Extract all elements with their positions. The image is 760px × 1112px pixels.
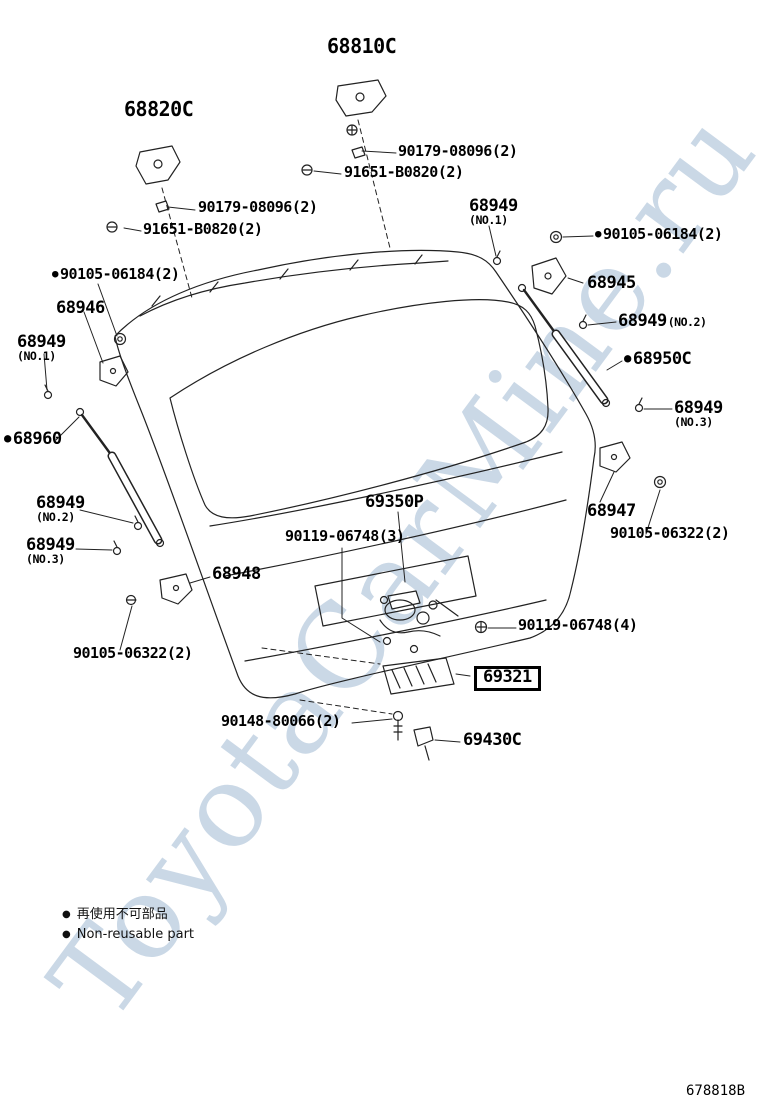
part-number-qualifier: (NO.2): [667, 315, 707, 329]
part-number: 90179-08096(2): [398, 142, 518, 160]
part-label: 90179-08096(2): [198, 198, 318, 216]
non-reusable-icon: ●: [595, 227, 602, 240]
legend-text-en: Non-reusable part: [76, 927, 195, 942]
spoiler-trim: [139, 260, 449, 317]
window-opening: [169, 299, 549, 519]
part-label: 90105-06322(2): [610, 524, 730, 542]
part-label: 68947: [587, 501, 636, 521]
part-label: 69350P: [365, 492, 424, 512]
legend: ● 再使用不可部品 ● Non-reusable part: [62, 903, 194, 947]
part-label: 68949(NO.2): [618, 311, 707, 331]
part-label: ●90105-06184(2): [595, 225, 723, 243]
part-number: 68945: [587, 273, 636, 293]
part-number-qualifier: (NO.3): [674, 415, 713, 430]
gas-strut-left: [75, 407, 165, 548]
part-number: 68949: [26, 535, 75, 555]
part-number: 69350P: [365, 492, 424, 512]
part-label: 68810C: [327, 34, 397, 58]
clip-69430c: [413, 726, 434, 761]
part-number: 91651-B0820(2): [143, 220, 263, 238]
bracket-68945: [531, 257, 567, 295]
part-number: 69430C: [463, 730, 522, 750]
part-label-highlighted: 69321: [474, 666, 541, 692]
part-number: 90119-06748(4): [518, 616, 638, 634]
construction-lines: [161, 119, 393, 715]
lower-panel-crease: [209, 451, 563, 527]
part-number-qualifier: (NO.3): [26, 552, 65, 567]
clip-68949-set: [43, 250, 644, 556]
part-label: ●68950C: [624, 349, 692, 369]
part-label: 69430C: [463, 730, 522, 750]
part-number: 68949: [17, 332, 66, 352]
leader-lines: [43, 150, 673, 743]
bracket-68947: [599, 441, 667, 489]
hinge-68810c: [301, 79, 387, 176]
part-number: 68949: [674, 398, 723, 418]
part-number: 90179-08096(2): [198, 198, 318, 216]
bracket-68946: [99, 355, 129, 387]
part-label: 68949(NO.3): [674, 398, 723, 430]
gas-strut-right: [517, 283, 611, 408]
part-label: 91651-B0820(2): [344, 163, 464, 181]
part-number: 68949: [36, 493, 85, 513]
part-number: 68948: [212, 564, 261, 584]
diagram-code: 678818B: [686, 1083, 746, 1099]
cover-plate-69321: [382, 657, 455, 695]
part-label: 90119-06748(4): [518, 616, 638, 634]
bolt-90105-06184-right: [549, 230, 563, 244]
part-label: 90179-08096(2): [398, 142, 518, 160]
part-number-qualifier: (NO.1): [17, 349, 56, 364]
part-number: 90119-06748(3): [285, 527, 405, 545]
part-number: 68820C: [124, 97, 194, 121]
part-label: 68945: [587, 273, 636, 293]
part-label: 90119-06748(3): [285, 527, 405, 545]
non-reusable-icon: ●: [52, 267, 59, 280]
part-number: 68810C: [327, 34, 397, 58]
part-label: 68946: [56, 298, 105, 318]
part-label: 68949(NO.1): [17, 332, 66, 364]
part-number: 68950C: [632, 349, 692, 369]
part-label: 90105-06322(2): [73, 644, 193, 662]
part-number: 68946: [56, 298, 105, 318]
part-number: 69321: [483, 667, 532, 687]
part-label: ●90105-06184(2): [52, 265, 180, 283]
part-label: ●68960: [4, 429, 62, 449]
tailgate-outline: [114, 249, 596, 699]
non-reusable-icon: ●: [4, 431, 11, 445]
part-number: 90105-06322(2): [73, 644, 193, 662]
bolt-90105-06184-left: [113, 332, 127, 346]
non-reusable-icon: ●: [62, 929, 71, 940]
license-plate-recess: [314, 555, 477, 627]
legend-text-jp: 再使用不可部品: [76, 907, 168, 922]
hinge-68820c: [106, 145, 181, 233]
part-label: 90148-80066(2): [221, 712, 341, 730]
part-number: 68947: [587, 501, 636, 521]
part-number-qualifier: (NO.2): [36, 510, 75, 525]
part-number: 90105-06184(2): [603, 225, 723, 243]
part-label: 91651-B0820(2): [143, 220, 263, 238]
screw-90148-80066: [392, 710, 404, 741]
legend-line-jp: ● 再使用不可部品: [62, 903, 194, 922]
part-label: 68949(NO.3): [26, 535, 75, 567]
part-number: 68949: [469, 196, 518, 216]
part-number: 90148-80066(2): [221, 712, 341, 730]
part-number: 90105-06322(2): [610, 524, 730, 542]
legend-line-en: ● Non-reusable part: [62, 927, 194, 942]
part-number: 91651-B0820(2): [344, 163, 464, 181]
part-number: 68960: [12, 429, 62, 449]
non-reusable-icon: ●: [624, 351, 631, 365]
part-label: 68948: [212, 564, 261, 584]
part-number: 68949: [618, 311, 667, 331]
lock-assembly-69350p: [379, 590, 459, 654]
bolt-90119-06748-4: [474, 620, 488, 634]
part-label: 68949(NO.1): [469, 196, 518, 228]
part-number-qualifier: (NO.1): [469, 213, 508, 228]
bracket-68948: [125, 573, 193, 606]
part-label: 68820C: [124, 97, 194, 121]
part-label: 68949(NO.2): [36, 493, 85, 525]
non-reusable-icon: ●: [62, 909, 71, 920]
part-number: 90105-06184(2): [60, 265, 180, 283]
